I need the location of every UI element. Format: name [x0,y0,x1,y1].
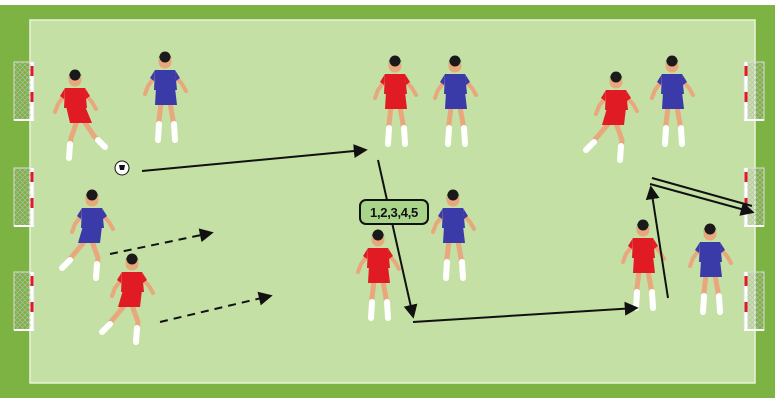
blue-player-1 [143,51,188,143]
run-arrow-2 [159,291,273,323]
shot-arrow [649,177,755,216]
goal-left-middle [13,167,35,227]
blue-player-4 [59,189,115,281]
pass-arrow-2 [377,159,418,319]
red-player-3 [583,71,639,163]
goal-right-bottom [743,271,765,331]
goal-left-top [13,61,35,121]
goal-right-middle [743,167,765,227]
players [53,51,733,345]
pass-arrow-1 [141,144,368,172]
balls [114,160,130,176]
blue-player-3 [650,55,695,147]
ball [114,160,130,176]
pass-arrow-4 [645,185,669,299]
blue-player-6 [688,223,733,315]
run-arrow-1 [109,228,214,255]
red-player-2 [373,55,418,147]
red-player-5 [356,229,401,321]
red-player-1 [53,69,108,161]
goal-left-bottom [13,271,35,331]
arrows [109,144,755,323]
goals [13,61,765,331]
blue-player-5 [431,189,476,281]
sequence-label: 1,2,3,4,5 [359,199,429,225]
blue-player-2 [433,55,478,147]
pass-arrow-3 [412,301,639,323]
red-player-4 [99,253,155,345]
goal-right-top [743,61,765,121]
